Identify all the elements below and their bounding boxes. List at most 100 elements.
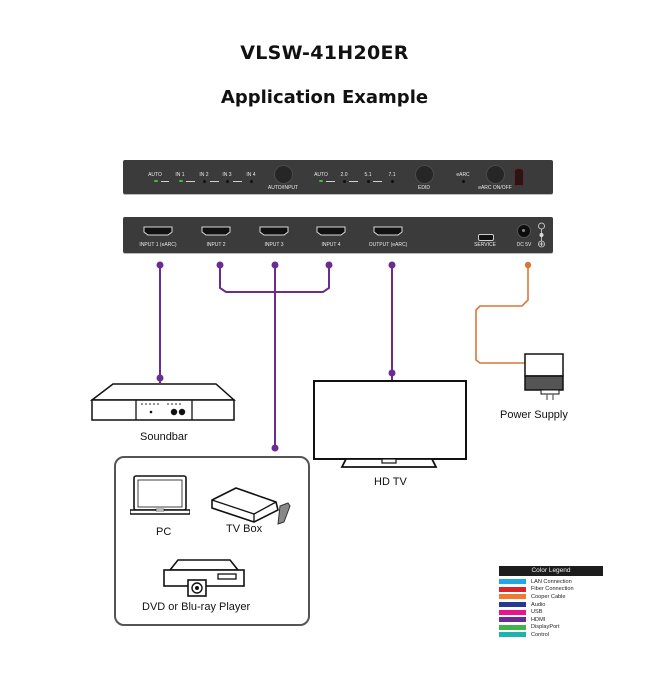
legend-swatch bbox=[499, 586, 526, 592]
page-subtitle: Application Example bbox=[220, 87, 429, 108]
front-led-label-auto: AUTO bbox=[148, 172, 162, 178]
edid-led-label-51: 5.1 bbox=[364, 172, 372, 178]
hdmi-port-icon bbox=[259, 226, 289, 236]
front-led-label-in1: IN 1 bbox=[175, 172, 185, 178]
led-divider bbox=[210, 181, 219, 182]
edid-led-label-20: 2.0 bbox=[340, 172, 348, 178]
legend-swatch bbox=[499, 579, 526, 585]
port-label-input4: INPUT 4 bbox=[321, 242, 341, 248]
earc-onoff-button[interactable] bbox=[486, 165, 505, 184]
port-label-input1: INPUT 1 (eARC) bbox=[139, 242, 177, 248]
front-led-label-in4: IN 4 bbox=[246, 172, 256, 178]
hdmi-cable-input2-4-bus bbox=[219, 265, 330, 293]
legend-label: USB bbox=[531, 609, 543, 616]
legend-swatch bbox=[499, 594, 526, 600]
front-led-label-in3: IN 3 bbox=[222, 172, 232, 178]
edid-label: EDID bbox=[418, 185, 430, 191]
soundbar-icon bbox=[89, 383, 236, 421]
port-label-input3: INPUT 3 bbox=[264, 242, 284, 248]
led-edid-71 bbox=[391, 180, 394, 183]
power-supply-icon bbox=[524, 353, 564, 400]
legend-item: Audio bbox=[499, 601, 603, 609]
led-earc bbox=[462, 180, 465, 183]
rear-panel: INPUT 1 (eARC) INPUT 2 INPUT 3 INPUT 4 O… bbox=[123, 217, 553, 253]
legend-title: Color Legend bbox=[499, 566, 603, 576]
power-supply-label: Power Supply bbox=[500, 409, 568, 421]
pc-label: PC bbox=[156, 526, 172, 538]
led-auto-input bbox=[154, 180, 158, 182]
legend-label: Fiber Connection bbox=[531, 586, 574, 593]
legend-swatch bbox=[499, 632, 526, 638]
legend-label: Cooper Cable bbox=[531, 593, 566, 600]
hdmi-port-icon bbox=[316, 226, 346, 236]
led-in2 bbox=[203, 180, 206, 183]
edid-led-label-auto: AUTO bbox=[314, 172, 328, 178]
led-in1 bbox=[179, 180, 183, 182]
legend-label: Control bbox=[531, 631, 550, 638]
dvd-player-icon bbox=[163, 559, 245, 597]
front-panel: AUTO IN 1 IN 2 IN 3 IN 4 AUTO/INPUT AUTO… bbox=[123, 160, 553, 194]
led-divider bbox=[349, 181, 358, 182]
edid-led-label-71: 7.1 bbox=[388, 172, 396, 178]
ir-window bbox=[514, 168, 524, 186]
dc-jack-pin bbox=[522, 229, 525, 232]
legend-item: Control bbox=[499, 631, 603, 639]
pc-laptop-icon bbox=[130, 475, 190, 515]
led-edid-auto bbox=[319, 180, 323, 182]
cable-dot bbox=[524, 261, 532, 269]
product-title: VLSW-41H20ER bbox=[240, 42, 409, 64]
legend-label: Audio bbox=[531, 601, 546, 608]
cable-dot bbox=[271, 444, 279, 452]
legend-swatch bbox=[499, 617, 526, 623]
tvbox-label: TV Box bbox=[226, 523, 263, 535]
legend-item: USB bbox=[499, 608, 603, 616]
sources-group: PC TV Box DVD or Blu-ray Player bbox=[114, 456, 310, 626]
legend-item: DisplayPort bbox=[499, 624, 603, 632]
hdtv-icon bbox=[313, 380, 467, 468]
legend-item: LAN Connection bbox=[499, 578, 603, 586]
earc-led-label: eARC bbox=[456, 172, 470, 178]
hdtv-label: HD TV bbox=[374, 476, 407, 488]
cable-dot bbox=[388, 369, 396, 377]
edid-button[interactable] bbox=[415, 165, 434, 184]
port-label-input2: INPUT 2 bbox=[206, 242, 226, 248]
earc-onoff-label: eARC ON/OFF bbox=[478, 185, 512, 191]
cable-dot bbox=[216, 261, 224, 269]
tvbox-icon bbox=[211, 487, 291, 525]
led-divider bbox=[373, 181, 382, 182]
cable-dot bbox=[271, 261, 279, 269]
led-in3 bbox=[226, 180, 229, 183]
legend-swatch bbox=[499, 609, 526, 615]
legend-item: Fiber Connection bbox=[499, 586, 603, 594]
led-edid-51 bbox=[367, 180, 370, 183]
legend-label: HDMI bbox=[531, 616, 546, 623]
led-divider bbox=[186, 181, 195, 182]
polarity-icon bbox=[538, 222, 545, 248]
legend-item: HDMI bbox=[499, 616, 603, 624]
auto-input-label: AUTO/INPUT bbox=[267, 185, 299, 191]
legend-swatch bbox=[499, 624, 526, 630]
hdmi-port-icon bbox=[143, 226, 173, 236]
led-divider bbox=[233, 181, 242, 182]
cable-dot bbox=[156, 261, 164, 269]
usb-service-port bbox=[478, 234, 494, 241]
power-cable bbox=[475, 265, 529, 364]
legend-item: Cooper Cable bbox=[499, 593, 603, 601]
cable-dot bbox=[325, 261, 333, 269]
led-divider bbox=[161, 181, 169, 182]
soundbar-label: Soundbar bbox=[140, 431, 188, 443]
hdmi-port-icon bbox=[201, 226, 231, 236]
dvd-label: DVD or Blu-ray Player bbox=[142, 601, 251, 613]
front-led-label-in2: IN 2 bbox=[199, 172, 209, 178]
legend-label: LAN Connection bbox=[531, 578, 572, 585]
legend-label: DisplayPort bbox=[531, 624, 560, 631]
led-in4 bbox=[250, 180, 253, 183]
service-label: SERVICE bbox=[474, 242, 496, 248]
port-label-output: OUTPUT (eARC) bbox=[368, 242, 408, 248]
dc-label: DC 5V bbox=[516, 242, 532, 248]
led-edid-20 bbox=[343, 180, 346, 183]
auto-input-button[interactable] bbox=[274, 165, 293, 184]
cable-dot bbox=[388, 261, 396, 269]
led-divider bbox=[326, 181, 335, 182]
